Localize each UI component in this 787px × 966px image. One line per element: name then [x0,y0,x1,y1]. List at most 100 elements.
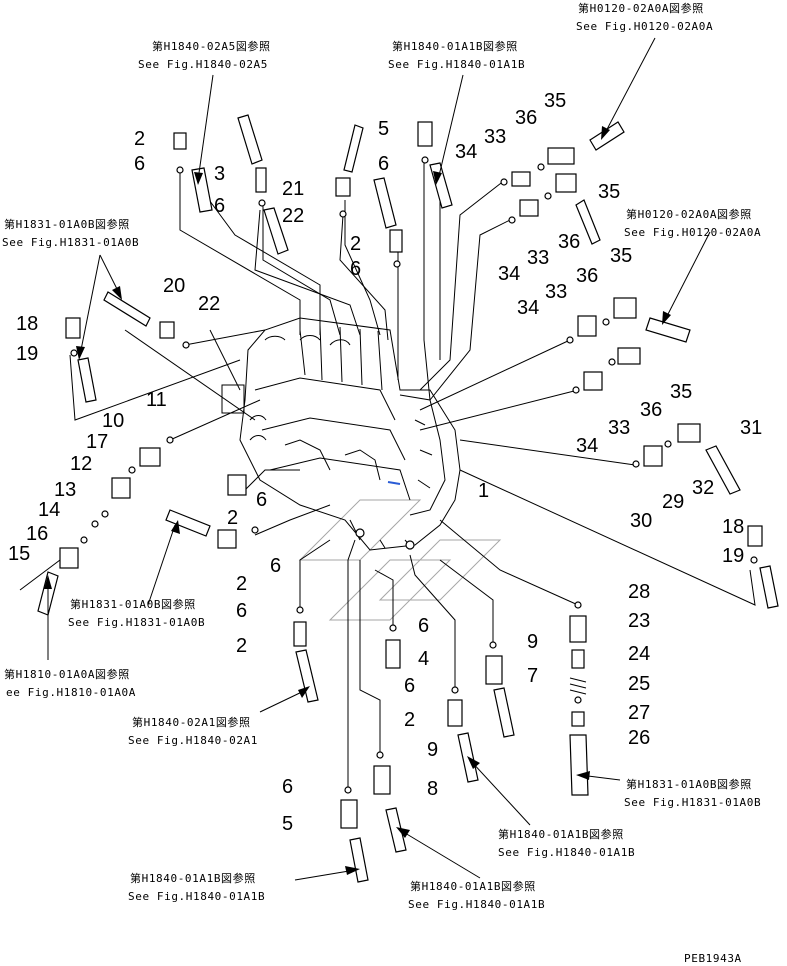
ref-h1831-01a0b-jp-3: 第H1831-01A0B図参照 [626,777,752,791]
label-9: 9 [527,631,538,653]
label-18: 18 [722,516,744,538]
label-35: 35 [610,245,632,267]
label-34: 34 [498,263,520,285]
label-33: 33 [608,417,630,439]
ref-h0120-02a0a-jp-2: 第H0120-02A0A図参照 [626,207,752,221]
ref-h1831-01a0b-en: See Fig.H1831-01A0B [2,236,139,249]
label-10: 10 [102,410,124,432]
ref-h1840-01a1b-en-2: See Fig.H1840-01A1B [498,846,635,859]
ref-h1840-01a1b-en-3: See Fig.H1840-01A1B [408,898,545,911]
label-6: 6 [404,675,415,697]
ref-h1840-02a5-jp: 第H1840-02A5図参照 [152,39,271,53]
label-17: 17 [86,431,108,453]
label-2: 2 [236,635,247,657]
background-watermark-logo [298,499,502,621]
ref-h1840-01a1b-jp-3: 第H1840-01A1B図参照 [410,879,536,893]
label-6: 6 [270,555,281,577]
label-2: 2 [236,573,247,595]
label-26: 26 [628,727,650,749]
label-36: 36 [515,107,537,129]
label-22: 22 [282,205,304,227]
label-24: 24 [628,643,650,665]
label-23: 23 [628,610,650,632]
label-2: 2 [134,128,145,150]
ref-h1831-01a0b-en-3: See Fig.H1831-01A0B [624,796,761,809]
label-31: 31 [740,417,762,439]
label-27: 27 [628,702,650,724]
label-5: 5 [378,118,389,140]
label-6: 6 [350,258,361,280]
label-19: 19 [722,545,744,567]
label-4: 4 [418,648,429,670]
label-25: 25 [628,673,650,695]
label-6: 6 [418,615,429,637]
ref-h1840-01a1b-en-4: See Fig.H1840-01A1B [128,890,265,903]
label-7: 7 [527,665,538,687]
label-28: 28 [628,581,650,603]
label-2: 2 [227,507,238,529]
label-2: 2 [350,233,361,255]
label-35: 35 [670,381,692,403]
label-6: 6 [282,776,293,798]
reference-leaders [44,37,711,881]
label-6: 6 [378,153,389,175]
label-36: 36 [640,399,662,421]
ref-h1831-01a0b-jp: 第H1831-01A0B図参照 [4,217,130,231]
ref-h0120-02a0a-en-2: See Fig.H0120-02A0A [624,226,761,239]
drawing-code: PEB1943A [684,952,742,965]
label-6: 6 [256,489,267,511]
connection-lines [19,160,756,790]
label-21: 21 [282,178,304,200]
label-35: 35 [544,90,566,112]
ref-h0120-02a0a-jp: 第H0120-02A0A図参照 [578,1,704,15]
label-1: 1 [478,480,489,502]
label-22: 22 [198,293,220,315]
label-36: 36 [576,265,598,287]
ref-h1840-02a5-en: See Fig.H1840-02A5 [138,58,268,71]
label-3: 3 [214,163,225,185]
label-36: 36 [558,231,580,253]
label-33: 33 [527,247,549,269]
label-34: 34 [576,435,598,457]
label-14: 14 [38,499,60,521]
label-5: 5 [282,813,293,835]
ref-h1840-02a1-en: See Fig.H1840-02A1 [128,734,258,747]
label-35: 35 [598,181,620,203]
label-12: 12 [70,453,92,475]
ref-h1840-02a1-jp: 第H1840-02A1図参照 [132,715,251,729]
label-19: 19 [16,343,38,365]
ref-h1810-01a0a-en: ee Fig.H1810-01A0A [6,686,136,699]
label-6: 6 [134,153,145,175]
label-30: 30 [630,510,652,532]
ref-h1810-01a0a-jp: 第H1810-01A0A図参照 [4,667,130,681]
label-33: 33 [484,126,506,148]
label-16: 16 [26,523,48,545]
label-6: 6 [236,600,247,622]
label-13: 13 [54,479,76,501]
label-9: 9 [427,739,438,761]
elbow-fitting-2 [173,132,187,150]
ref-h1840-01a1b-jp: 第H1840-01A1B図参照 [392,39,518,53]
label-6: 6 [214,195,225,217]
label-15: 15 [8,543,30,565]
label-34: 34 [517,297,539,319]
label-29: 29 [662,491,684,513]
o-ring-6 [176,166,184,174]
ref-h1831-01a0b-jp-2: 第H1831-01A0B図参照 [70,597,196,611]
label-32: 32 [692,477,714,499]
figure-references: 第H1840-02A5図参照 See Fig.H1840-02A5 第H1840… [2,1,761,965]
control-valve-body [221,317,461,551]
ref-h1840-01a1b-jp-4: 第H1840-01A1B図参照 [130,871,256,885]
ref-h1840-01a1b-en: See Fig.H1840-01A1B [388,58,525,71]
label-33: 33 [545,281,567,303]
label-2: 2 [404,709,415,731]
ref-h0120-02a0a-en: See Fig.H0120-02A0A [576,20,713,33]
part-number-labels: 1 2 6 3 6 21 22 5 6 2 6 34 33 36 35 35 3… [8,90,762,835]
label-18: 18 [16,313,38,335]
ref-h1831-01a0b-en-2: See Fig.H1831-01A0B [68,616,205,629]
ref-h1840-01a1b-jp-2: 第H1840-01A1B図参照 [498,827,624,841]
label-11: 11 [146,389,167,411]
label-34: 34 [455,141,477,163]
